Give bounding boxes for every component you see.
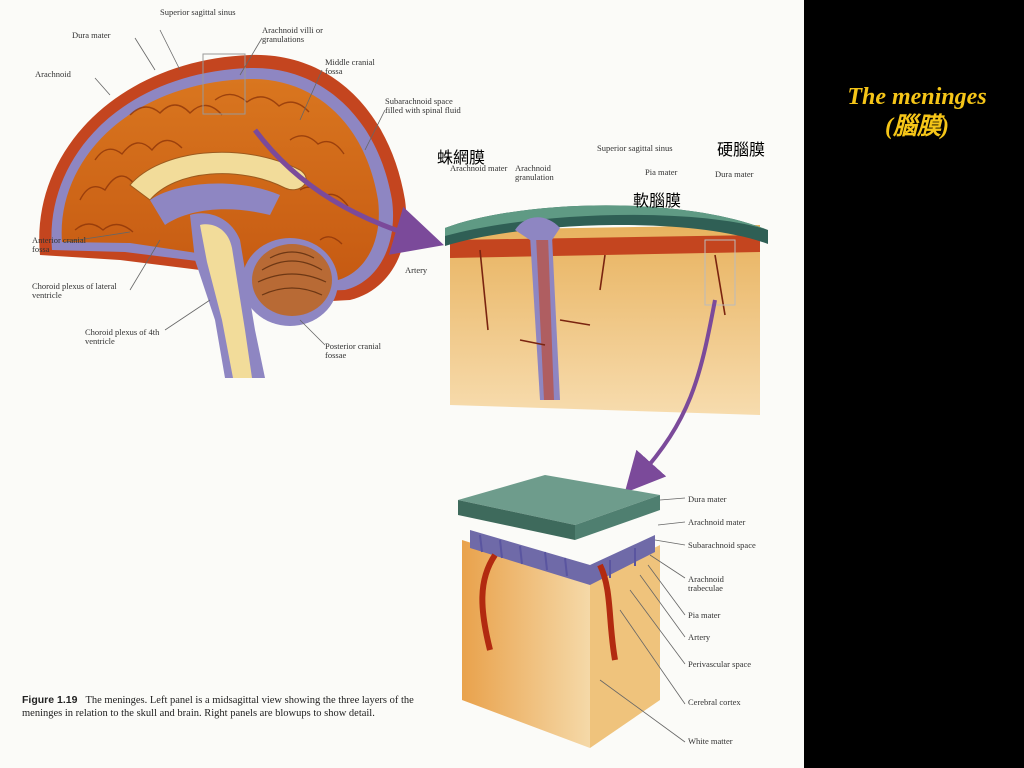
left-leader-lines — [64, 29, 386, 346]
label-arachnoid-granulation: Arachnoid granulation — [515, 163, 554, 182]
slide-title: The meninges — [847, 84, 987, 110]
label-artery-lower: Artery — [688, 632, 711, 642]
label-choroid-plexus-lateral: Choroid plexus of lateral ventricle — [32, 281, 117, 300]
slide-title-block: The meninges (腦膜) — [812, 82, 1022, 142]
label-superior-sagittal-sinus: Superior sagittal sinus — [160, 7, 236, 17]
label-white-matter: White matter — [688, 736, 733, 746]
label-artery-upper: Artery — [405, 265, 428, 275]
label-arachnoid-villi: Arachnoid villi or granulations — [262, 25, 323, 44]
label-subarachnoid-space: Subarachnoid space filled with spinal fl… — [385, 96, 461, 115]
label-anterior-cranial-fossa: Anterior cranial fossa — [32, 235, 87, 254]
cerebellum — [252, 244, 332, 316]
label-pia-mater-upper: Pia mater — [645, 167, 678, 177]
label-pia-mater-lower: Pia mater — [688, 610, 721, 620]
upper-block — [445, 205, 768, 415]
label-arachnoid-mater: Arachnoid mater — [450, 163, 508, 173]
label-arachnoid-chinese: 蛛網膜 — [437, 148, 486, 167]
label-superior-sagittal-sinus-upper: Superior sagittal sinus — [597, 143, 673, 153]
midsagittal-brain — [39, 53, 407, 378]
figure-caption-text: The meninges. Left panel is a midsagitta… — [22, 695, 414, 719]
slide-subtitle: (腦膜) — [885, 114, 949, 140]
label-arachnoid: Arachnoid — [35, 69, 71, 79]
label-dura-mater-lower: Dura mater — [688, 494, 727, 504]
arrow-to-lower-block — [624, 299, 717, 493]
label-perivascular-space: Perivascular space — [688, 659, 752, 669]
arrow-to-upper-block — [253, 128, 444, 255]
label-arachnoid-trabeculae: Arachnoid trabeculae — [688, 574, 724, 593]
meninges-illustration — [39, 29, 768, 748]
label-subarachnoid-space-lower: Subarachnoid space — [688, 540, 756, 550]
meninges-figure: Superior sagittal sinus Dura mater Arach… — [0, 0, 804, 768]
label-posterior-cranial-fossae: Posterior cranial fossae — [325, 341, 381, 360]
label-arachnoid-mater-lower: Arachnoid mater — [688, 517, 746, 527]
label-pia-chinese: 軟腦膜 — [633, 191, 682, 210]
label-middle-cranial-fossa: Middle cranial fossa — [325, 57, 375, 76]
lower-block — [458, 475, 686, 748]
label-dura-mater-upper: Dura mater — [715, 169, 754, 179]
label-dura-mater: Dura mater — [72, 30, 111, 40]
figure-number: Figure 1.19 — [22, 694, 78, 706]
label-cerebral-cortex: Cerebral cortex — [688, 697, 741, 707]
label-dura-chinese: 硬腦膜 — [717, 140, 766, 159]
label-choroid-plexus-4th: Choroid plexus of 4th ventricle — [85, 327, 160, 346]
